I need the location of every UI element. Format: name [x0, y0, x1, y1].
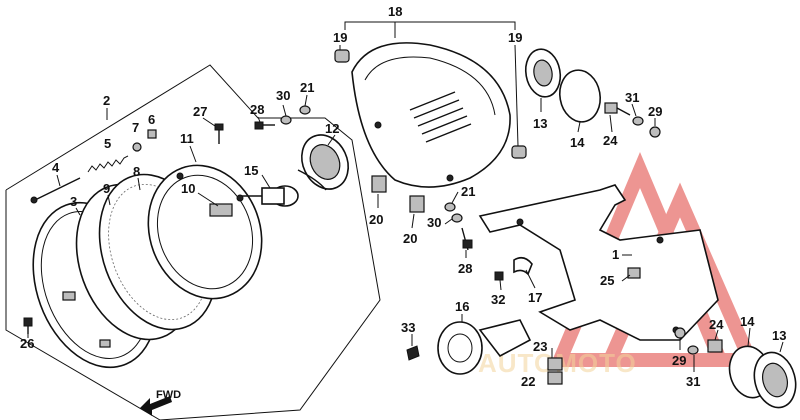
callout-30-top: 30	[276, 88, 290, 103]
callout-22: 22	[521, 374, 535, 389]
callout-14-top: 14	[570, 135, 585, 150]
washer-30-mid	[451, 213, 463, 223]
collar-29-31-24-bottom	[674, 327, 723, 355]
bolt-28-top	[254, 121, 275, 130]
headlight-bulb	[242, 185, 299, 207]
nut-21-top	[299, 105, 311, 115]
callout-30-mid: 30	[427, 215, 441, 230]
bolt-26	[23, 317, 33, 334]
leader-bracket-18	[344, 21, 516, 30]
callout-31-bottom: 31	[686, 374, 700, 389]
callout-19-right: 19	[508, 30, 522, 45]
callout-28-top: 28	[250, 102, 264, 117]
callout-7: 7	[132, 120, 139, 135]
nut-21-mid	[444, 202, 456, 212]
callout-28-mid: 28	[458, 261, 472, 276]
callout-14-bottom: 14	[740, 314, 755, 329]
bulb-dust-cover	[297, 134, 349, 191]
bolt-27	[214, 123, 224, 144]
callout-23: 23	[533, 339, 547, 354]
bolt-32	[494, 271, 504, 281]
collar-24-31-29-top	[604, 102, 661, 138]
callout-13-bottom: 13	[772, 328, 786, 343]
callout-11: 11	[180, 131, 194, 146]
callout-16: 16	[455, 299, 469, 314]
washer-30-top	[280, 115, 292, 125]
callout-26: 26	[20, 336, 34, 351]
callout-33: 33	[401, 320, 415, 335]
forward-arrow: FWD	[140, 389, 181, 416]
bolt-33	[406, 345, 420, 361]
group-frame-left	[5, 64, 381, 420]
callout-27: 27	[193, 104, 207, 119]
callout-labels: 18 19 19 2 28 30 21 27 7 6 5 11 12 13 14…	[20, 4, 786, 389]
headlight-unit	[147, 164, 263, 300]
base-14-top	[558, 69, 602, 123]
callout-32: 32	[491, 292, 505, 307]
callout-20-lower: 20	[403, 231, 417, 246]
callout-17: 17	[528, 290, 542, 305]
connector-20-lower	[409, 195, 425, 213]
callout-25: 25	[600, 273, 614, 288]
spring	[87, 155, 129, 173]
callout-13-top: 13	[533, 116, 547, 131]
grommet-25	[627, 267, 641, 279]
callout-9: 9	[103, 181, 110, 196]
collar-23-22	[547, 357, 563, 385]
callout-8: 8	[133, 164, 140, 179]
forward-label: FWD	[156, 389, 181, 401]
callout-19-left: 19	[333, 30, 347, 45]
callout-4: 4	[52, 160, 60, 175]
callout-5: 5	[104, 136, 111, 151]
callout-31-top: 31	[625, 90, 639, 105]
leader-lines	[27, 44, 784, 382]
callout-21-mid: 21	[461, 184, 475, 199]
grommet-19-left	[334, 49, 350, 63]
callout-3: 3	[70, 194, 77, 209]
horn	[437, 319, 532, 375]
callout-2: 2	[103, 93, 110, 108]
grommet-19-right	[511, 145, 527, 159]
callout-24-bottom: 24	[709, 317, 724, 332]
callout-1: 1	[612, 247, 619, 262]
callout-18: 18	[388, 4, 402, 19]
headlight-case	[351, 42, 511, 188]
reflector-13-top	[524, 48, 562, 98]
adjusting-screw	[30, 177, 81, 204]
callout-29-bottom: 29	[672, 353, 686, 368]
nut-7-6	[132, 129, 157, 152]
callout-20-upper: 20	[369, 212, 383, 227]
callout-6: 6	[148, 112, 155, 127]
callout-29-top: 29	[648, 104, 662, 119]
clamp-17	[513, 256, 533, 276]
bolt-28-mid	[461, 227, 473, 251]
connector-20-upper	[371, 175, 387, 193]
callout-24-top: 24	[603, 133, 618, 148]
callout-12: 12	[325, 121, 339, 136]
callout-10: 10	[181, 181, 195, 196]
callout-21-top: 21	[300, 80, 314, 95]
callout-15: 15	[244, 163, 258, 178]
reflector-13-bottom	[728, 345, 797, 409]
